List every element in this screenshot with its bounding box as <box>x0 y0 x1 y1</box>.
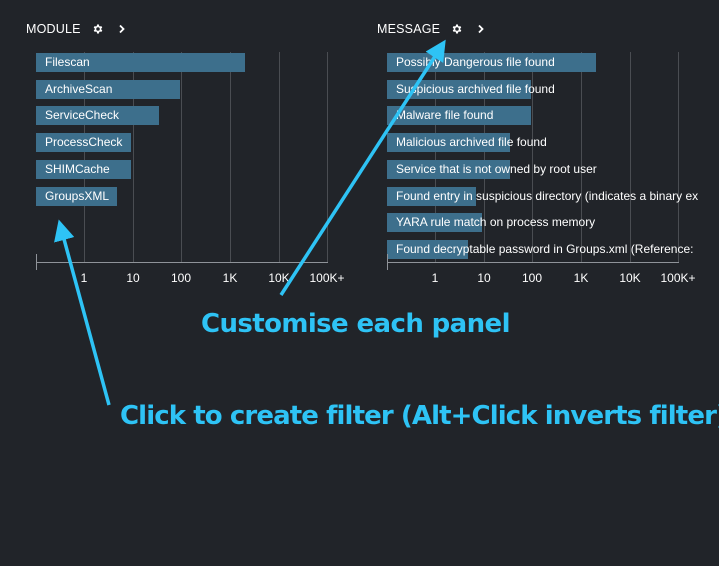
x-axis-line <box>36 262 328 263</box>
bar-fill <box>387 186 477 206</box>
customise-callout: Customise each panel <box>201 309 510 339</box>
gridline <box>279 52 280 262</box>
tick-label: 100 <box>170 271 192 285</box>
axis-left-cap <box>387 254 388 270</box>
chevron-right-icon[interactable] <box>115 22 129 36</box>
gridline <box>678 52 679 262</box>
bar-fill <box>36 106 160 126</box>
gear-icon[interactable] <box>91 22 105 36</box>
axis-left-cap <box>36 254 37 270</box>
gridline <box>84 52 85 262</box>
tick-label: 10 <box>126 271 140 285</box>
x-axis-line <box>387 262 679 263</box>
gridline <box>581 52 582 262</box>
module-panel-title: MODULE <box>26 22 81 36</box>
tick-label: 100K+ <box>309 271 345 285</box>
tick-label: 100K+ <box>660 271 696 285</box>
gridline <box>230 52 231 262</box>
tick-label: 10 <box>477 271 491 285</box>
gridline <box>181 52 182 262</box>
gridline <box>133 52 134 262</box>
gear-icon[interactable] <box>450 22 464 36</box>
tick-label: 1K <box>573 271 589 285</box>
gridline <box>484 52 485 262</box>
bar-fill <box>36 159 132 179</box>
tick-label: 1K <box>222 271 238 285</box>
gridline <box>327 52 328 262</box>
gridline <box>630 52 631 262</box>
bar-fill <box>387 213 483 233</box>
gridline <box>435 52 436 262</box>
filter-callout: Click to create filter (Alt+Click invert… <box>120 401 719 431</box>
arrow-to-bars <box>54 219 111 406</box>
bar-fill <box>387 159 511 179</box>
bar-fill <box>387 133 511 153</box>
gridline <box>532 52 533 262</box>
bar-fill <box>387 106 532 126</box>
bar-fill <box>387 79 532 99</box>
chevron-right-icon[interactable] <box>474 22 488 36</box>
tick-label: 1 <box>431 271 439 285</box>
bar-fill <box>387 239 468 259</box>
bar-fill <box>36 79 181 99</box>
tick-label: 10K <box>619 271 641 285</box>
message-panel-title: MESSAGE <box>377 22 441 36</box>
bar-fill <box>36 53 245 72</box>
bar-fill <box>36 133 132 153</box>
tick-label: 100 <box>521 271 543 285</box>
bar-fill <box>36 186 117 206</box>
arrow-to-gear <box>279 39 446 296</box>
tick-label: 10K <box>268 271 290 285</box>
tick-label: 1 <box>80 271 88 285</box>
module-panel-header: MODULE <box>26 22 129 36</box>
message-panel-header: MESSAGE <box>377 22 488 36</box>
